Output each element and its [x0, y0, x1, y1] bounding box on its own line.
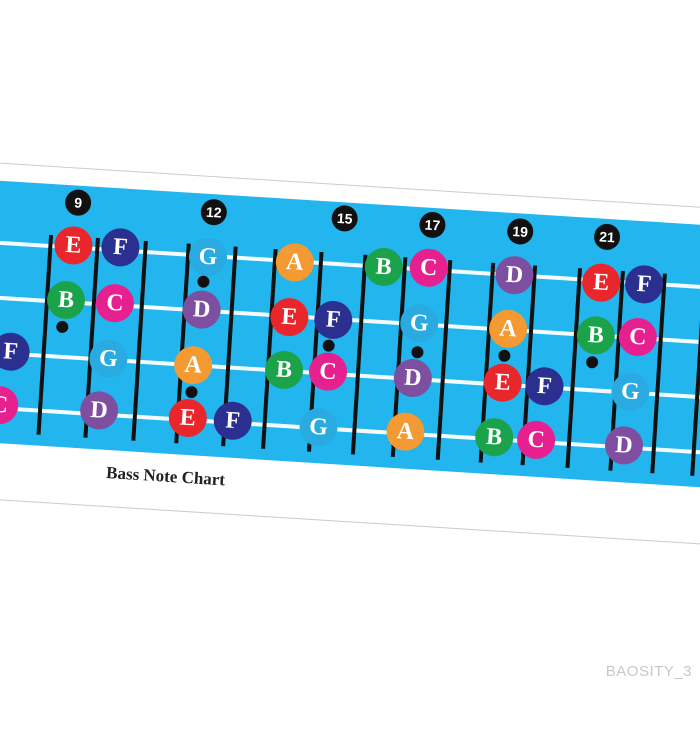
watermark: BAOSITY_3	[605, 663, 692, 680]
